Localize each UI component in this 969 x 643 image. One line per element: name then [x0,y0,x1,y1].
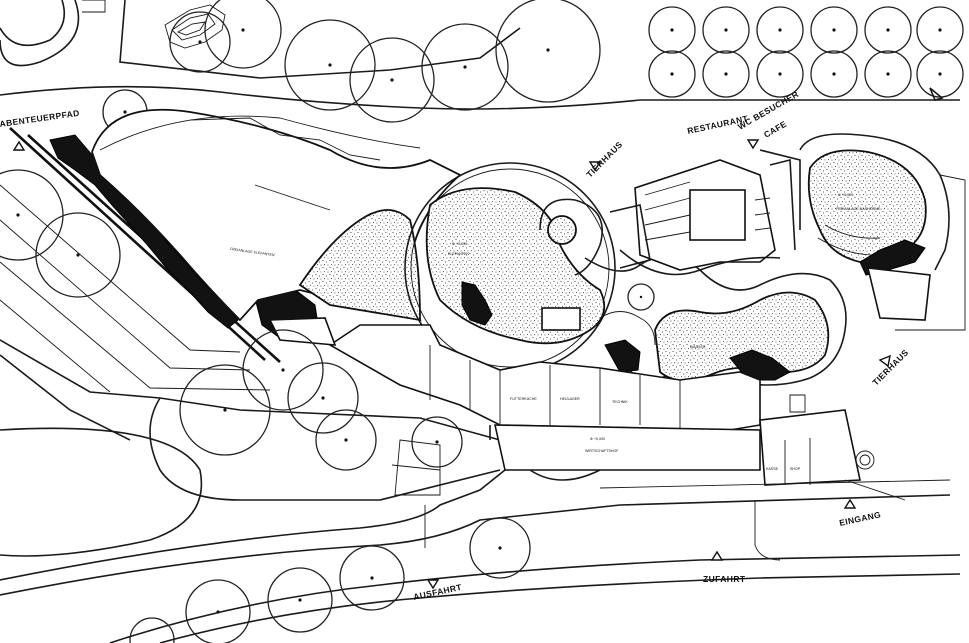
tree-center-dot [886,72,890,76]
label-abenteuerpfad: ABENTEUERPFAD [0,108,80,129]
label-elefanten: ELEFANTEN [448,252,469,256]
label-ausfahrt: AUSFAHRT [412,582,463,602]
direction-triangle-icon [12,139,891,590]
tree-center-dot [778,28,782,32]
tree-symbol-icon [810,50,858,98]
label-cafe: CAFE [762,119,788,140]
tree-center-dot [832,72,836,76]
label-futterkueche: FUTTERKÜCHE [510,397,537,401]
label-elevation-1: ⊕ +0,000 [452,242,467,246]
tree-symbol-icon [916,6,964,54]
tree-center-dot [886,28,890,32]
tree-symbol-icon [648,6,696,54]
elefantenhaus [404,162,616,374]
tree-symbol-icon [702,6,750,54]
top-paths [0,0,960,110]
label-wc-besucher: WC BESUCHER [736,89,800,132]
tree-grid [648,6,964,98]
tree-center-dot [670,28,674,32]
label-heulager: HEULAGER [560,397,580,401]
label-shop: SHOP [790,467,801,471]
service-buildings [268,317,861,486]
label-eingang: EINGANG [838,509,882,528]
tree-symbol-icon [702,50,750,98]
label-zufahrt: ZUFAHRT [703,574,746,584]
tree-symbol-icon [756,6,804,54]
tree-center-dot [938,28,942,32]
tree-symbol-icon [864,50,912,98]
tree-center-dot [670,72,674,76]
rock-top [164,4,226,49]
tree-center-dot [938,72,942,76]
tree-center-dot [832,28,836,32]
label-elevation-2: ⊕ +0,000 [838,193,853,197]
lower-site [0,329,961,643]
label-freianlage-elefanten: FREIANLAGE ELEFANTEN [230,247,275,257]
label-kasse: KASSE [766,467,779,471]
tree-symbol-icon [810,6,858,54]
tree-symbol-icon [864,6,912,54]
tree-center-dot [724,72,728,76]
restaurant-building [609,158,796,276]
tree-symbol-icon [756,50,804,98]
north-arrow-icon [929,87,944,101]
tree-center-dot [778,72,782,76]
elefanten-freianlage [91,108,462,322]
nashorn-freianlage [759,133,966,331]
label-freianlage-nashorn: FREIANLAGE NASHÖRNE [836,207,881,211]
tree-symbol-icon [648,50,696,98]
label-tierhaus-right: TIERHAUS [870,347,910,387]
label-wasser: WASSER [690,345,706,349]
label-wirtschaftshof: WIRTSCHAFTSHOF [585,449,619,453]
tree-center-dot [724,28,728,32]
label-tierhaus-top: TIERHAUS [584,139,624,179]
label-technik: TECHNIK [612,400,628,404]
serpentine-moat [584,255,847,386]
label-elevation-3: ⊕ +0,000 [590,437,605,441]
